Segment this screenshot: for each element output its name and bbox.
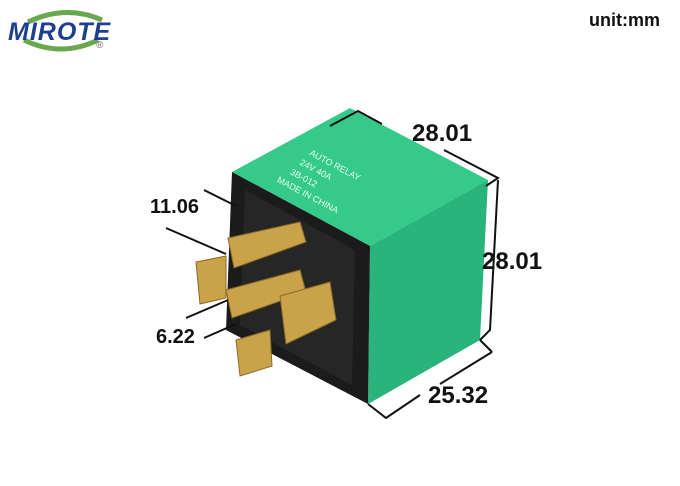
brand-logo: MIROTE ® xyxy=(6,8,126,52)
dimension-pin-length: 11.06 xyxy=(150,196,199,218)
dimension-width: 28.01 xyxy=(412,120,473,147)
dimension-height: 28.01 xyxy=(482,248,543,275)
dimension-lines xyxy=(165,109,500,420)
dimension-pin-width: 6.22 xyxy=(156,326,195,348)
relay-pins xyxy=(195,221,337,377)
relay-top-face xyxy=(232,108,488,246)
brand-name: MIROTE xyxy=(8,18,112,46)
relay-side-face xyxy=(368,180,488,404)
logo-swoosh-icon xyxy=(22,9,104,52)
dimension-depth: 25.32 xyxy=(428,382,489,409)
unit-label: unit:mm xyxy=(589,10,660,30)
registered-mark: ® xyxy=(96,40,104,51)
